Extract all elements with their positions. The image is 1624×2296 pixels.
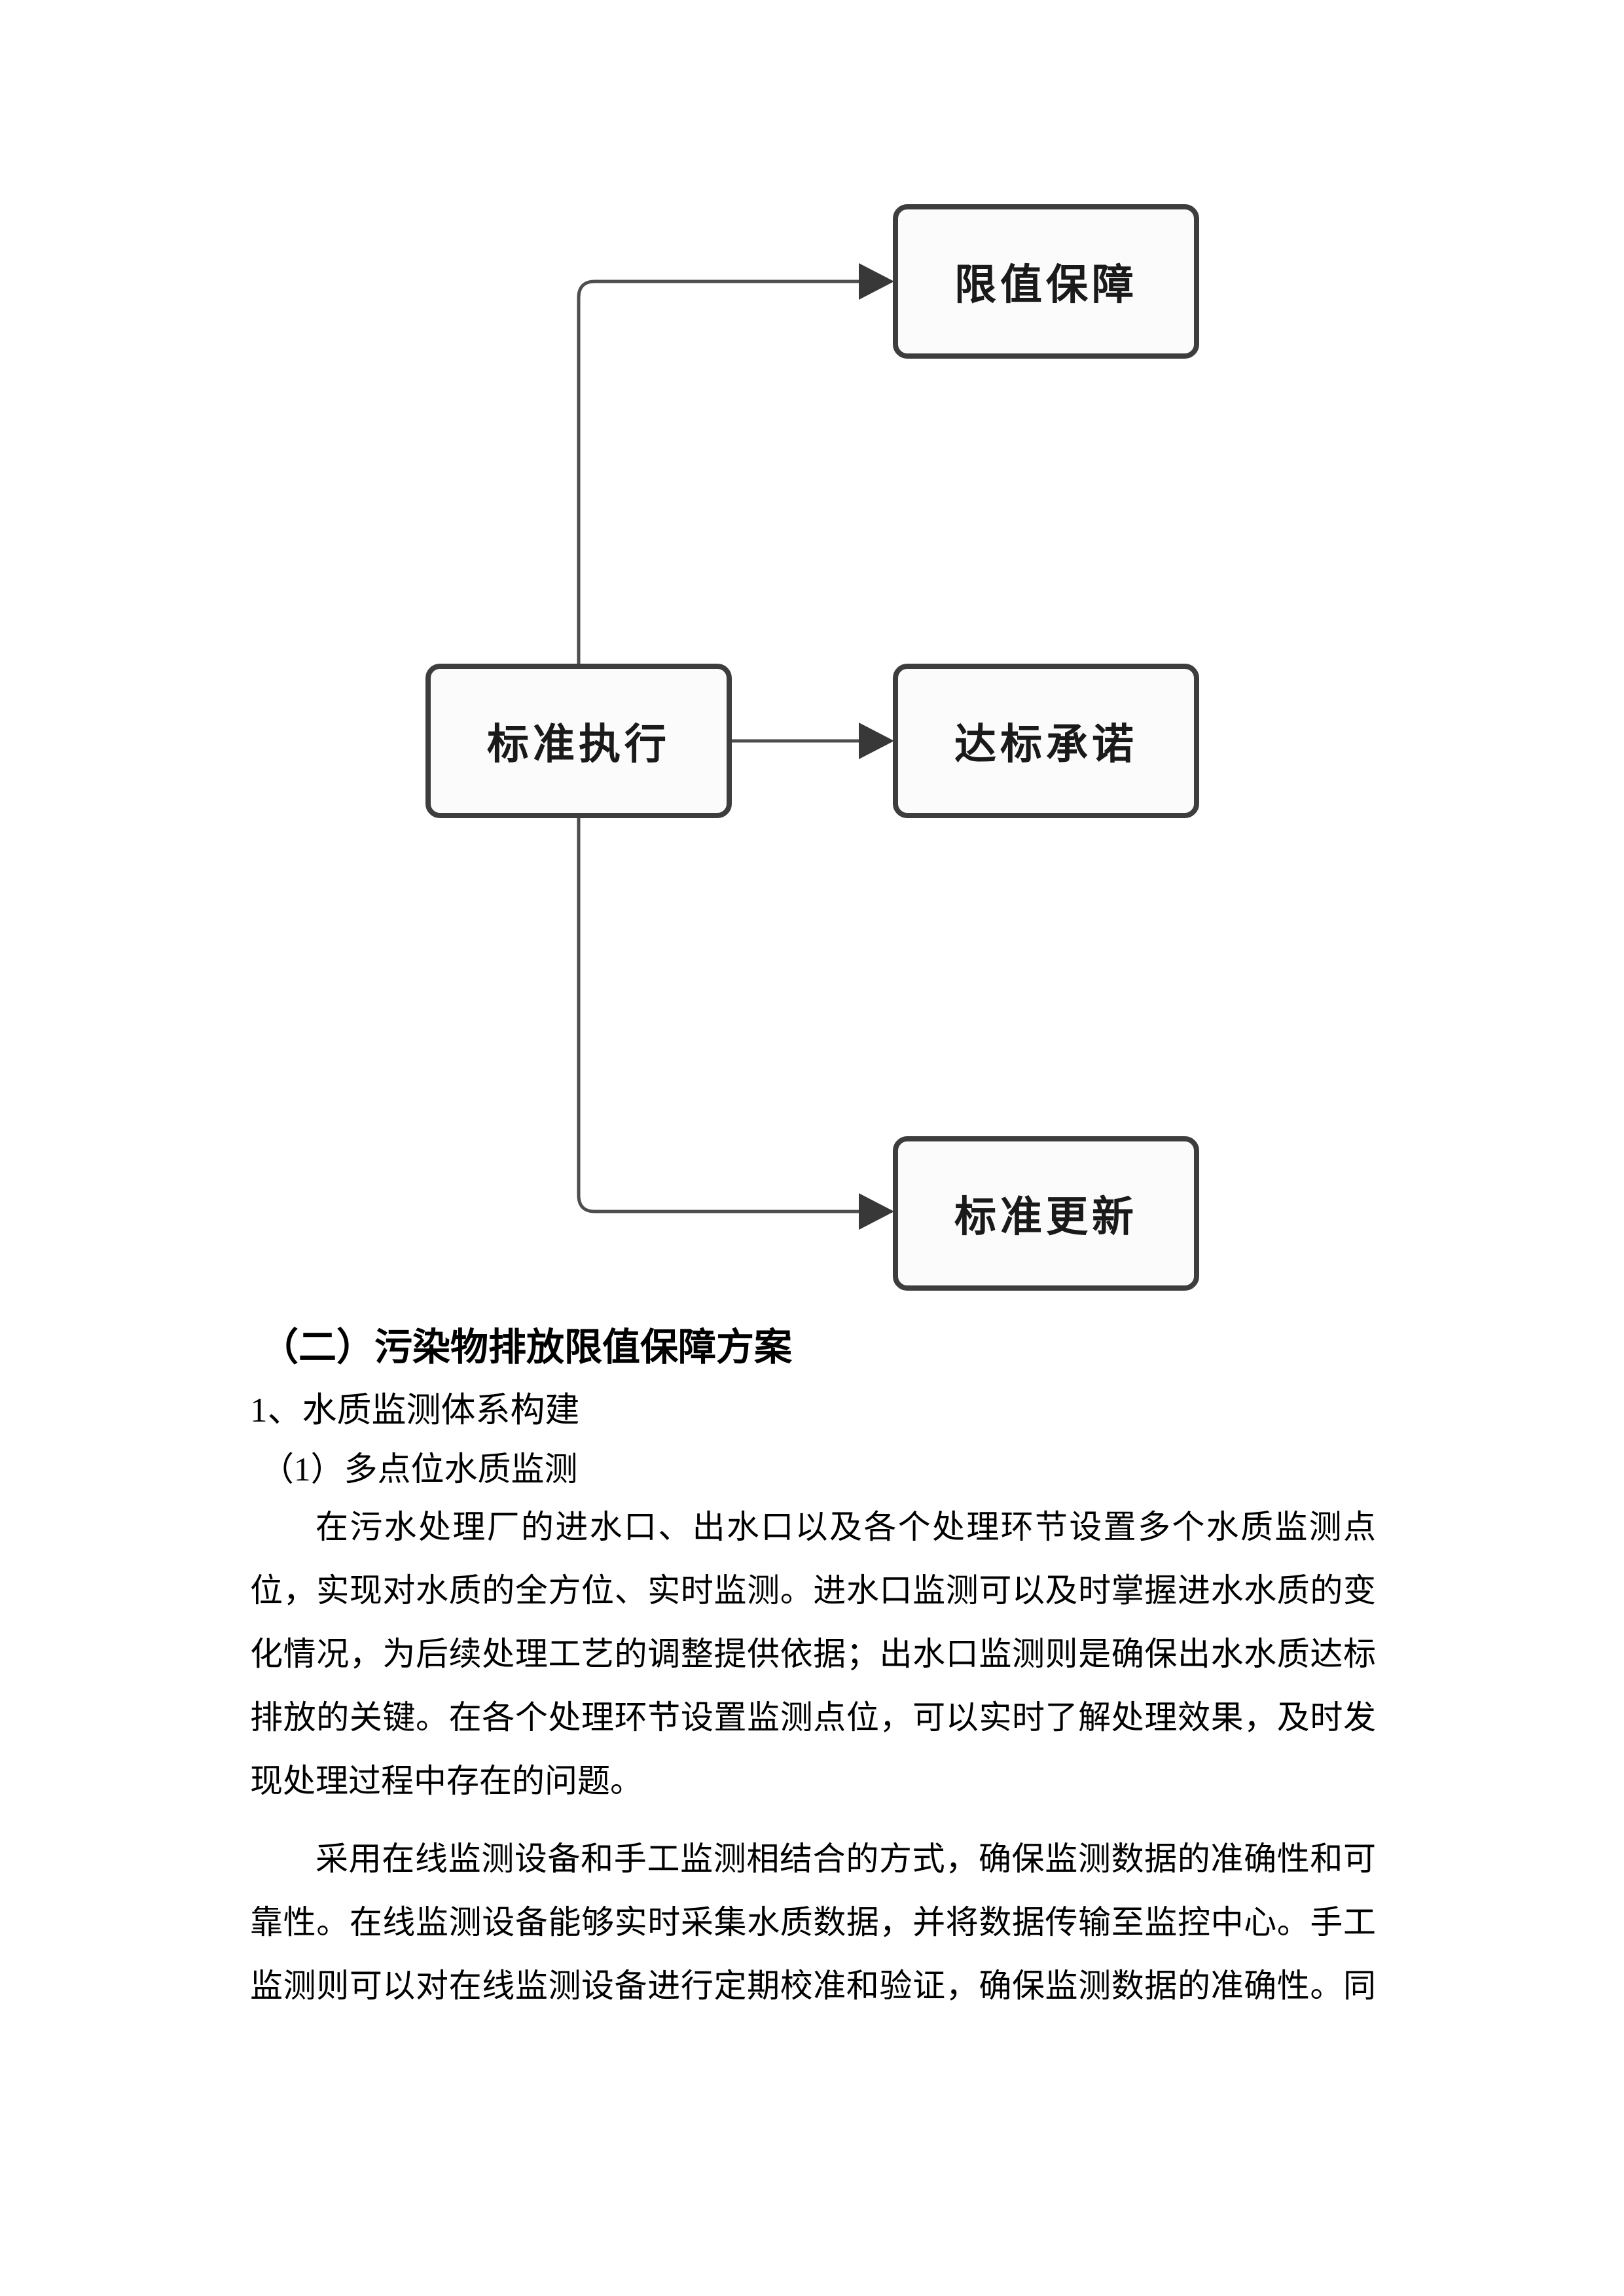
node-label: 标准更新 bbox=[954, 1194, 1138, 1240]
edge-standard-execution-to-limit-guarantee bbox=[577, 279, 859, 664]
paragraph-line: 监测则可以对在线监测设备进行定期校准和验证，确保监测数据的准确性。同 bbox=[250, 1967, 1376, 2004]
section-heading: （二）污染物排放限值保障方案 bbox=[261, 1326, 793, 1369]
arrowhead-icon bbox=[859, 1193, 894, 1230]
paragraph-line: 采用在线监测设备和手工监测相结合的方式，确保监测数据的准确性和可 bbox=[316, 1840, 1376, 1877]
item-heading: （1）多点位水质监测 bbox=[261, 1452, 578, 1488]
flowchart-node-standard-execution: 标准执行 bbox=[425, 664, 732, 818]
flowchart-node-compliance-commitment: 达标承诺 bbox=[893, 664, 1199, 818]
node-label: 标准执行 bbox=[487, 721, 670, 768]
paragraph-line: 化情况，为后续处理工艺的调整提供依据；出水口监测则是确保出水水质达标 bbox=[250, 1636, 1376, 1672]
node-label: 达标承诺 bbox=[954, 721, 1138, 768]
flowchart-node-standard-update: 标准更新 bbox=[893, 1136, 1199, 1291]
document-body: （二）污染物排放限值保障方案 1、水质监测体系构建 （1）多点位水质监测 在污水… bbox=[250, 1316, 1376, 2018]
edge-standard-execution-to-standard-update bbox=[577, 818, 859, 1213]
flowchart: 限值保障 标准执行 达标承诺 标准更新 bbox=[425, 204, 1199, 1291]
arrowhead-icon bbox=[859, 723, 894, 759]
paragraph-line: 靠性。在线监测设备能够实时采集水质数据，并将数据传输至监控中心。手工 bbox=[250, 1904, 1376, 1941]
flowchart-node-limit-guarantee: 限值保障 bbox=[893, 204, 1199, 359]
flowchart-connectors bbox=[577, 263, 894, 1230]
paragraph-online-and-manual-monitoring: 采用在线监测设备和手工监测相结合的方式，确保监测数据的准确性和可 靠性。在线监测… bbox=[250, 1827, 1376, 2018]
paragraph-line: 位，实现对水质的全方位、实时监测。进水口监测可以及时掌握进水水质的变 bbox=[250, 1572, 1376, 1609]
arrowhead-icon bbox=[859, 263, 894, 300]
paragraph-line: 排放的关键。在各个处理环节设置监测点位，可以实时了解处理效果，及时发 bbox=[250, 1699, 1376, 1736]
paragraph-water-quality-monitoring: 在污水处理厂的进水口、出水口以及各个处理环节设置多个水质监测点 位，实现对水质的… bbox=[250, 1496, 1376, 1813]
subsection-heading: 1、水质监测体系构建 bbox=[250, 1391, 580, 1429]
paragraph-line: 现处理过程中存在的问题。 bbox=[250, 1763, 643, 1799]
paragraph-line: 在污水处理厂的进水口、出水口以及各个处理环节设置多个水质监测点 bbox=[316, 1509, 1376, 1545]
node-label: 限值保障 bbox=[954, 262, 1138, 308]
